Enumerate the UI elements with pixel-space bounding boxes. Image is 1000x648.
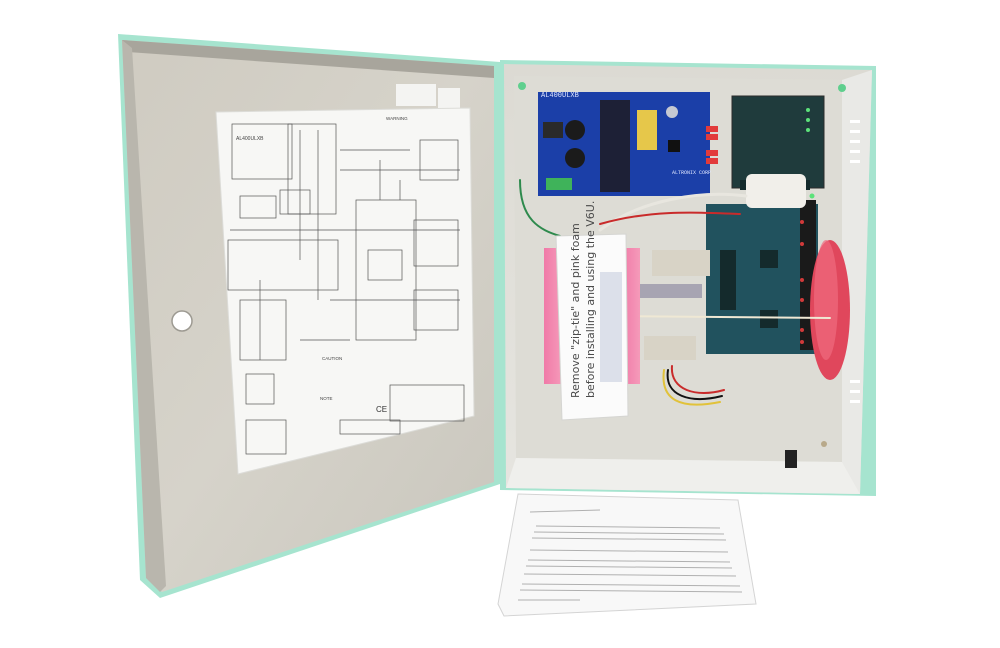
diagram-warning: WARNING — [386, 116, 408, 121]
diagram-note: NOTE — [320, 396, 333, 401]
notice-card — [555, 233, 629, 421]
notice-line-2: before installing and using the V6U. — [584, 200, 597, 398]
diagram-model-label: AL400ULXB — [236, 136, 264, 142]
controller-board — [706, 95, 850, 380]
diagram-caution: CAUTION — [322, 356, 342, 361]
serial-connector-top — [652, 250, 710, 276]
power-supply-board — [538, 92, 718, 196]
wiring-diagram-sheet: WARNING AL400ULXB CAUTION NOTE CE — [215, 107, 475, 475]
notice-card-text: Remove "zip-tie" and pink foam before in… — [568, 201, 598, 398]
notice-line-1: Remove "zip-tie" and pink foam — [569, 223, 582, 398]
wiring — [519, 179, 831, 406]
serial-connector-bottom — [644, 336, 696, 360]
psu-maker-label: ALTRONIX CORP — [672, 170, 712, 176]
psu-model-label: AL400ULXB — [541, 92, 579, 100]
instruction-sheet — [497, 493, 757, 617]
ce-mark: CE — [376, 405, 387, 414]
ribbon-cable — [640, 284, 702, 298]
